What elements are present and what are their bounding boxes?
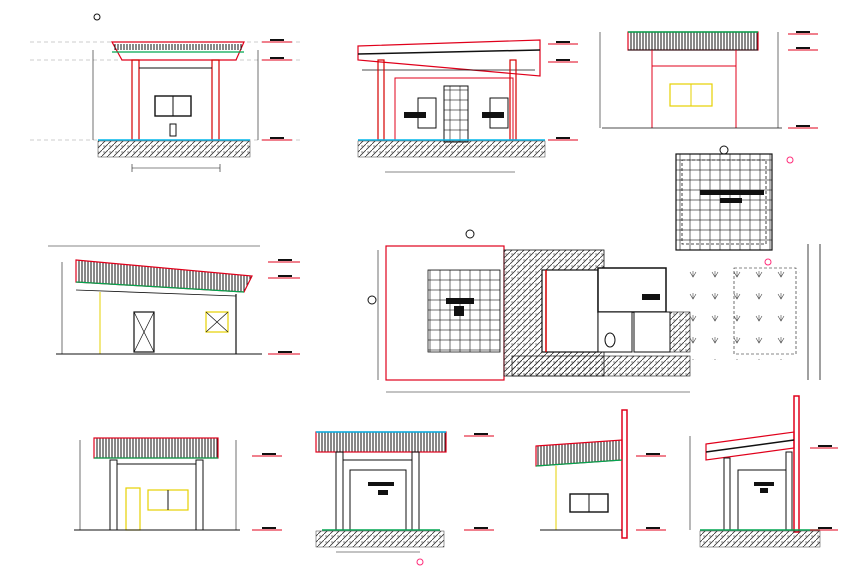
elevation-long-middle-left bbox=[48, 245, 300, 355]
floor-plan bbox=[367, 229, 821, 393]
section-bottom-right-2 bbox=[689, 395, 838, 548]
elevation-bottom-left bbox=[74, 437, 282, 531]
elevation-front-small bbox=[30, 13, 300, 172]
section-bottom-center bbox=[315, 431, 494, 566]
section-long bbox=[357, 39, 578, 173]
elevation-bottom-right-1 bbox=[535, 409, 666, 539]
roof-plan bbox=[675, 145, 794, 266]
elevation-side-top-right bbox=[599, 31, 818, 129]
